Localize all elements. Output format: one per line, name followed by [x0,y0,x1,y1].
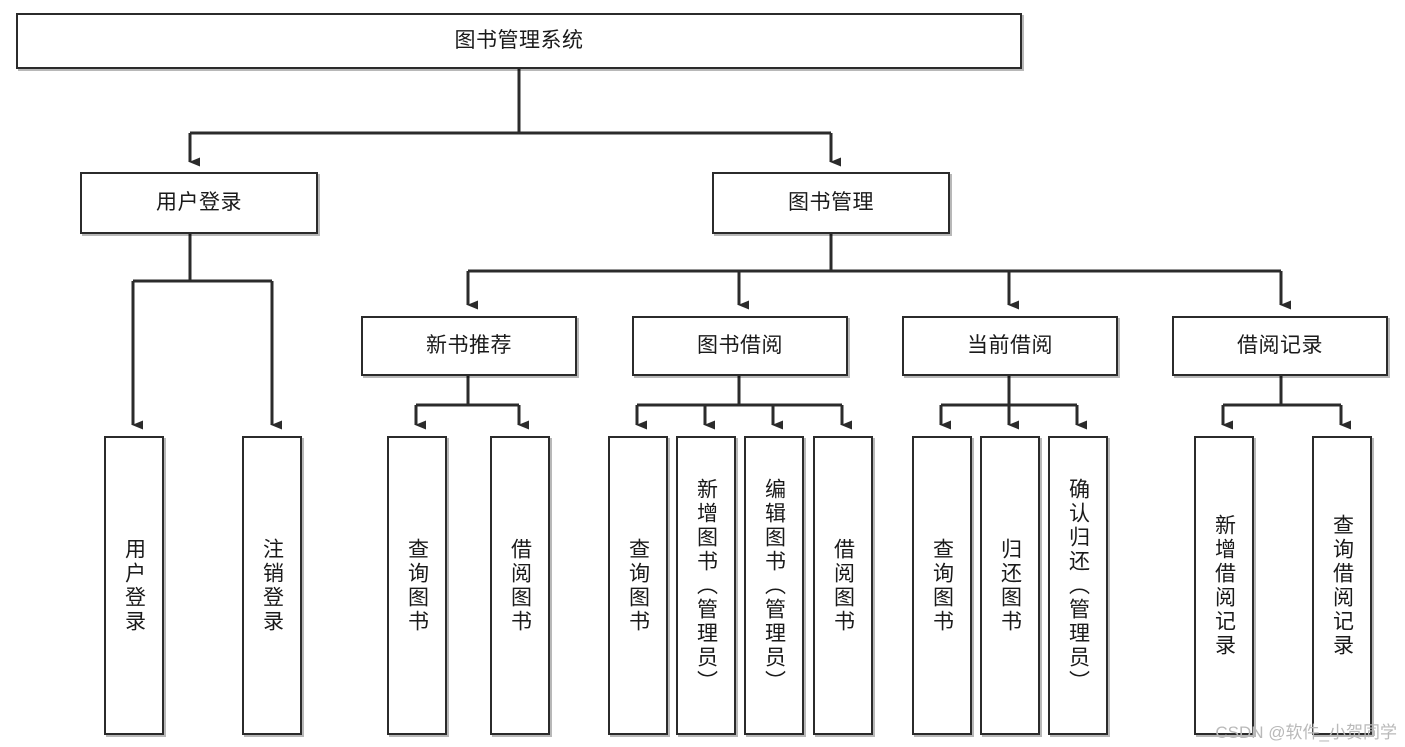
node-leaf-borrowrecord-query[interactable]: 查询借阅记录 [1312,436,1372,735]
node-leaf-user-login-login[interactable]: 用户登录 [104,436,164,735]
node-leaf-bookborrow-query[interactable]: 查询图书 [608,436,668,735]
node-book-borrow[interactable]: 图书借阅 [632,316,848,376]
node-label-leaf-user-login-login: 用户登录 [122,537,146,634]
node-label-leaf-bookborrow-edit: 编辑图书（管理员） [762,477,786,694]
node-leaf-user-login-logout[interactable]: 注销登录 [242,436,302,735]
node-book-management[interactable]: 图书管理 [712,172,950,234]
node-borrow-record[interactable]: 借阅记录 [1172,316,1388,376]
node-leaf-currentborrow-return[interactable]: 归还图书 [980,436,1040,735]
node-new-book-recommend[interactable]: 新书推荐 [361,316,577,376]
watermark-credit: CSDN @软件_小贺同学 [1215,723,1397,742]
node-label-book-management: 图书管理 [788,190,874,214]
node-leaf-borrowrecord-add[interactable]: 新增借阅记录 [1194,436,1254,735]
node-leaf-currentborrow-query[interactable]: 查询图书 [912,436,972,735]
node-leaf-bookborrow-borrow[interactable]: 借阅图书 [813,436,873,735]
node-label-leaf-currentborrow-return: 归还图书 [998,537,1022,634]
node-label-leaf-bookborrow-add: 新增图书（管理员） [694,477,718,694]
node-label-leaf-borrowrecord-query: 查询借阅记录 [1330,513,1354,658]
node-current-borrow[interactable]: 当前借阅 [902,316,1118,376]
node-label-current-borrow: 当前借阅 [967,333,1053,357]
node-label-user-login: 用户登录 [156,190,242,214]
node-label-root: 图书管理系统 [454,28,584,52]
node-leaf-newbook-borrow[interactable]: 借阅图书 [490,436,550,735]
node-leaf-newbook-query[interactable]: 查询图书 [387,436,447,735]
node-user-login[interactable]: 用户登录 [80,172,318,234]
node-root-system[interactable]: 图书管理系统 [16,13,1022,69]
node-leaf-bookborrow-add[interactable]: 新增图书（管理员） [676,436,736,735]
node-label-new-book-recommend: 新书推荐 [426,333,512,357]
node-label-leaf-bookborrow-borrow: 借阅图书 [831,537,855,634]
node-label-leaf-borrowrecord-add: 新增借阅记录 [1212,513,1236,658]
node-leaf-currentborrow-confirm[interactable]: 确认归还（管理员） [1048,436,1108,735]
node-label-leaf-newbook-borrow: 借阅图书 [508,537,532,634]
node-label-leaf-user-login-logout: 注销登录 [260,537,284,634]
node-label-leaf-newbook-query: 查询图书 [405,537,429,634]
node-label-borrow-record: 借阅记录 [1237,333,1323,357]
node-label-leaf-currentborrow-confirm: 确认归还（管理员） [1066,477,1090,694]
node-label-book-borrow: 图书借阅 [697,333,783,357]
node-leaf-bookborrow-edit[interactable]: 编辑图书（管理员） [744,436,804,735]
node-label-leaf-bookborrow-query: 查询图书 [626,537,650,634]
node-label-leaf-currentborrow-query: 查询图书 [930,537,954,634]
